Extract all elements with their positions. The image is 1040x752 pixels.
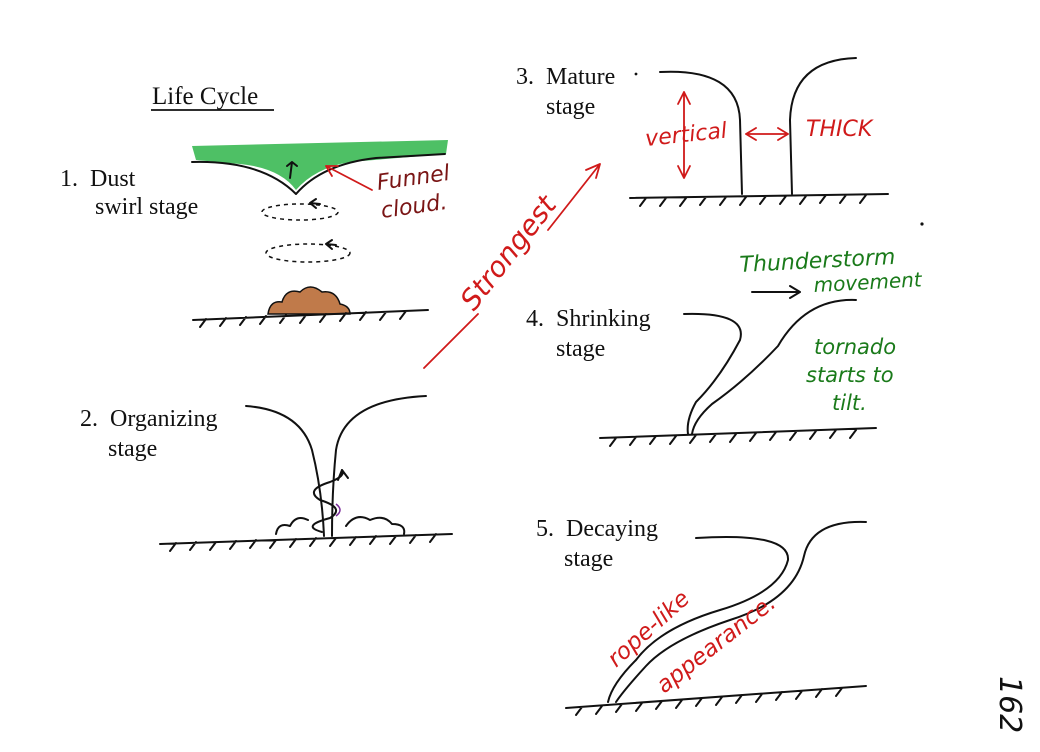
stage-5-number: 5.	[536, 516, 554, 542]
stage-5-rope-upper	[607, 535, 790, 703]
stage-5-rope-lower	[615, 520, 867, 703]
movement-arrow	[751, 285, 801, 299]
dust-cloud	[267, 286, 351, 315]
funnel-text-line2: cloud.	[379, 190, 448, 224]
stage-1-subtitle: swirl stage	[95, 194, 198, 220]
stage-1-number: 1.	[60, 166, 78, 192]
svg-text:5. Decaying: 5. Decaying	[536, 516, 658, 542]
stage-2-debris-cloud	[275, 516, 406, 535]
stage-2-subtitle: stage	[108, 436, 157, 462]
stage-3-funnel-left	[659, 70, 743, 195]
dust-swirl-upper	[261, 203, 339, 221]
rotation-arrow	[337, 469, 349, 481]
stage-2-ground	[159, 533, 453, 552]
dust-swirl-lower	[265, 243, 351, 263]
page-number: 162	[992, 676, 1027, 733]
tilt-text-line3: tilt.	[832, 391, 867, 415]
stage-3-subtitle: stage	[546, 94, 595, 120]
stage-2-drawing	[159, 395, 453, 552]
green-cloud-base	[192, 140, 448, 190]
stage-2-number: 2.	[80, 406, 98, 432]
funnel-cloud-annotation: Funnel cloud.	[325, 161, 451, 224]
stray-mark	[920, 222, 924, 226]
stage-5-drawing	[565, 520, 867, 716]
diagram-title: Life Cycle	[152, 83, 258, 110]
svg-text:2. Organizing: 2. Organizing	[80, 406, 218, 432]
stage-2-funnel-left	[245, 405, 325, 537]
stage-4-funnel-right	[691, 298, 857, 435]
stage-5-name: Decaying	[566, 516, 658, 542]
funnel-cloud	[191, 153, 446, 195]
stage-4-label: 4. Shrinking stage	[526, 306, 651, 362]
stage-1-ground	[192, 309, 429, 328]
purple-swirl	[335, 503, 341, 517]
stage-4-funnel-left	[683, 312, 742, 435]
stage-3-ground	[629, 193, 889, 207]
updraft-arrow	[286, 161, 298, 179]
swirl-arrow-lower	[325, 239, 337, 250]
stage-1-drawing	[191, 140, 448, 328]
tilt-text-line1: tornado	[814, 335, 896, 359]
stage-1-label: 1. Dust swirl stage	[60, 166, 198, 220]
strongest-arrow	[423, 163, 601, 369]
thunderstorm-annotation: Thunderstorm movement	[739, 245, 923, 297]
stage-5-label: 5. Decaying stage	[536, 516, 658, 572]
svg-text:cloud.: cloud.	[379, 190, 448, 224]
stage-5-subtitle: stage	[564, 546, 613, 572]
stage-4-subtitle: stage	[556, 336, 605, 362]
tilt-text-line2: starts to	[806, 363, 894, 387]
stage-1-name: Dust	[90, 166, 136, 192]
thick-text: THICK	[806, 117, 874, 142]
stage-2-funnel-right	[331, 395, 427, 537]
vertical-text: vertical	[644, 119, 728, 152]
swirl-arrow-upper	[309, 198, 321, 209]
tilt-annotation: tornado starts to tilt.	[806, 335, 896, 415]
stage-2-label: 2. Organizing stage	[80, 406, 218, 462]
stage-3-number: 3.	[516, 64, 534, 90]
stage-3-label: 3. Mature stage	[516, 64, 615, 120]
stage-4-ground	[599, 427, 877, 447]
vertical-arrow	[677, 91, 691, 179]
thick-arrow	[745, 127, 789, 141]
movement-text: movement	[813, 267, 923, 297]
stray-mark	[634, 72, 638, 76]
stage-3-drawing	[629, 57, 889, 207]
svg-text:1. Dust: 1. Dust	[60, 166, 136, 192]
stage-4-number: 4.	[526, 306, 544, 332]
strongest-text: Strongest	[454, 188, 564, 316]
rope-annotation: rope-like appearance.	[603, 586, 781, 699]
funnel-pointer-arrow	[325, 165, 373, 191]
stage-4-name: Shrinking	[556, 306, 651, 332]
stage-5-ground	[565, 685, 867, 716]
stage-4-drawing	[599, 285, 877, 447]
stage-3-funnel-right	[789, 57, 857, 195]
svg-text:4. Shrinking: 4. Shrinking	[526, 306, 651, 332]
svg-text:3. Mature: 3. Mature	[516, 64, 615, 90]
stage-3-name: Mature	[546, 64, 615, 90]
stage-2-name: Organizing	[110, 406, 218, 432]
